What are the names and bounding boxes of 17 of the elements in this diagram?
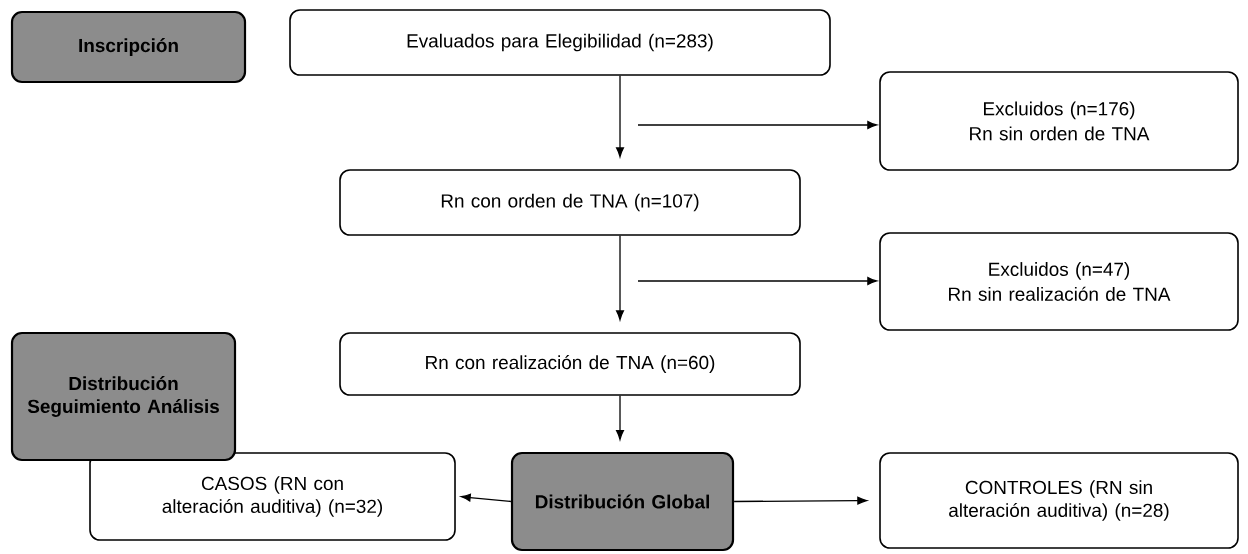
arrow xyxy=(460,493,512,503)
arrow xyxy=(616,235,624,321)
arrow xyxy=(637,277,878,285)
process-box: Evaluados para Elegibilidad (n=283) xyxy=(289,9,831,76)
process-box: CASOS (RN con alteración auditiva) (n=32) xyxy=(89,452,456,541)
arrow xyxy=(733,496,868,505)
process-box: Rn con realización de TNA (n=60) xyxy=(339,332,801,396)
arrow xyxy=(637,121,878,129)
stage-box: Distribución Global xyxy=(510,451,735,552)
arrow xyxy=(616,75,624,158)
process-box: Rn con orden de TNA (n=107) xyxy=(339,169,801,236)
stage-box: Distribución Seguimiento Análisis xyxy=(10,331,237,462)
process-box: CONTROLES (RN sin alteración auditiva) (n=28) xyxy=(879,452,1239,549)
arrow xyxy=(616,395,624,440)
stage-box: Inscripción xyxy=(10,10,247,84)
process-box: Excluidos (n=47) Rn sin realización de TNA xyxy=(879,232,1239,331)
process-box: Excluidos (n=176) Rn sin orden de TNA xyxy=(879,71,1239,171)
